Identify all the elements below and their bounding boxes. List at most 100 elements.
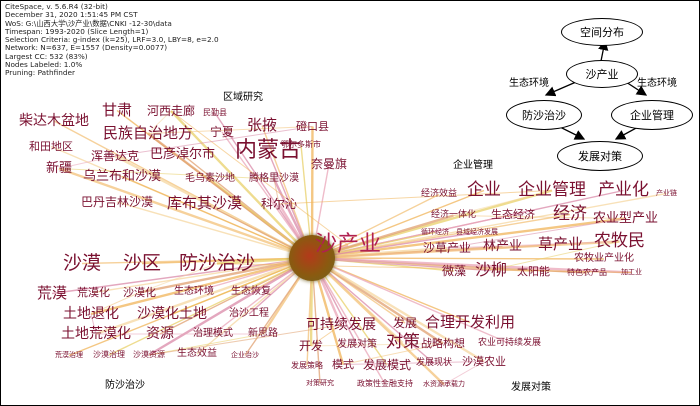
keyword: 沙漠资源 — [133, 350, 165, 359]
keyword: 甘肃 — [102, 101, 133, 119]
keyword-center: 沙产业 — [315, 232, 382, 257]
link-line — [311, 257, 386, 385]
link-line — [216, 263, 632, 273]
keyword: 经济效益 — [421, 189, 458, 199]
keyword: 资源 — [146, 326, 174, 342]
keyword: 生态经济 — [491, 208, 535, 221]
link-line — [221, 131, 313, 259]
link-line — [446, 241, 620, 249]
link-line — [311, 257, 510, 345]
link-line — [147, 126, 313, 134]
framework-edge-label-left: 生态环境 — [509, 78, 549, 89]
link-line — [311, 257, 435, 365]
keyword: 太阳能 — [517, 265, 550, 278]
link-line — [121, 175, 313, 259]
section-title-enterprise: 企业管理 — [453, 160, 493, 171]
keyword: 张掖 — [247, 116, 278, 134]
keyword: 县域经济发展 — [456, 228, 498, 236]
keyword: 生态效益 — [177, 348, 217, 359]
keyword: 沙柳 — [475, 260, 508, 279]
keyword: 产业链 — [656, 189, 677, 197]
keyword: 荒漠化 — [77, 286, 110, 299]
keyword: 特色农产品 — [567, 268, 607, 277]
keyword: 腾格里沙漠 — [249, 173, 299, 184]
keyword: 沙漠农业 — [462, 355, 506, 368]
link-line — [311, 257, 605, 260]
framework-node-industry: 沙产业 — [566, 60, 638, 88]
link-line — [311, 257, 445, 386]
link-line — [58, 155, 116, 169]
link-line — [311, 192, 667, 259]
link-line — [453, 190, 553, 216]
keyword: 农牧业产业化 — [574, 253, 634, 264]
keyword: 发展模式 — [363, 358, 412, 372]
link-line — [148, 324, 342, 356]
link-line — [311, 256, 632, 274]
keyword: 巴丹吉林沙漠 — [81, 195, 154, 209]
citespace-info-panel: CiteSpace, v. 5.6.R4 (32-bit) December 3… — [5, 2, 219, 78]
link-line — [58, 167, 313, 260]
keyword: 模式 — [332, 358, 354, 371]
keyword: 生态环境 — [174, 286, 214, 297]
link-line — [170, 110, 313, 259]
keyword: 加工业 — [621, 268, 642, 276]
keyword: 发展策略 — [291, 361, 323, 370]
keyword: 奈曼旗 — [311, 157, 348, 171]
keyword: 战略构想 — [421, 337, 465, 350]
link-line — [108, 257, 313, 356]
link-line — [310, 343, 444, 347]
keyword: 民勤县 — [203, 108, 227, 117]
link-line — [453, 215, 626, 219]
keyword: 农牧民 — [594, 231, 645, 251]
link-line — [311, 193, 440, 259]
keyword: 内蒙古 — [235, 138, 302, 163]
info-line: Timespan: 1993-2020 (Slice Length=1) — [5, 26, 149, 36]
link-line — [311, 240, 620, 260]
info-line: Nodes Labeled: 1.0% — [5, 60, 83, 70]
link-line — [114, 126, 313, 157]
keyword: 林产业 — [483, 239, 523, 254]
keyword: 防沙治沙 — [179, 252, 256, 274]
keyword: 产业化 — [598, 180, 649, 200]
keyword: 沙草产业 — [423, 241, 472, 255]
keyword: 荒漠 — [37, 284, 68, 302]
link-line — [90, 292, 140, 315]
framework-node-control: 防沙治沙 — [506, 100, 582, 130]
keyword: 经济一体化 — [431, 210, 477, 220]
keyword: 库布其沙漠 — [167, 194, 243, 212]
keyword: 可持续发展 — [306, 317, 376, 333]
info-line: Selection Criteria: g-index (k=25), LRF=… — [5, 35, 219, 45]
keyword: 合理开发利用 — [425, 313, 516, 331]
keyword: 鄂尔多斯市 — [281, 140, 321, 149]
link-line — [148, 256, 313, 357]
keyword: 沙漠治理 — [93, 350, 125, 359]
keyword: 治沙工程 — [229, 308, 269, 319]
keyword: 农业可持续发展 — [478, 338, 542, 348]
keyword: 民族自治地方 — [103, 124, 194, 142]
info-line: December 31, 2020 1:51:45 PM CST — [5, 10, 138, 20]
link-line — [311, 217, 626, 260]
framework-node-spatial: 空间分布 — [561, 18, 643, 46]
link-line — [139, 263, 218, 293]
keyword: 发展对策 — [337, 339, 377, 350]
keyword: 沙漠化 — [123, 286, 156, 299]
keyword: 土地退化 — [63, 306, 119, 322]
section-title-development: 发展对策 — [511, 382, 551, 393]
info-line: WoS: G:\山西大学\沙产业\数据\CNKI -12-30\data — [5, 18, 172, 28]
link-line — [311, 231, 478, 259]
link-line — [311, 189, 485, 259]
keyword: 沙区 — [123, 252, 162, 274]
link-line — [58, 168, 275, 180]
keyword: 柴达木盆地 — [19, 113, 89, 129]
link-line — [148, 333, 264, 356]
section-title-region: 区域研究 — [223, 92, 263, 103]
keyword: 荒漠治理 — [55, 351, 83, 359]
keyword: 企业治沙 — [231, 351, 259, 359]
link-line — [311, 214, 454, 260]
keyword: 治理模式 — [193, 328, 233, 339]
keyword: 发展现状 — [416, 358, 453, 368]
section-title-desert-control: 防沙治沙 — [105, 380, 145, 391]
link-line — [139, 256, 313, 294]
keyword: 磴口县 — [296, 120, 329, 133]
